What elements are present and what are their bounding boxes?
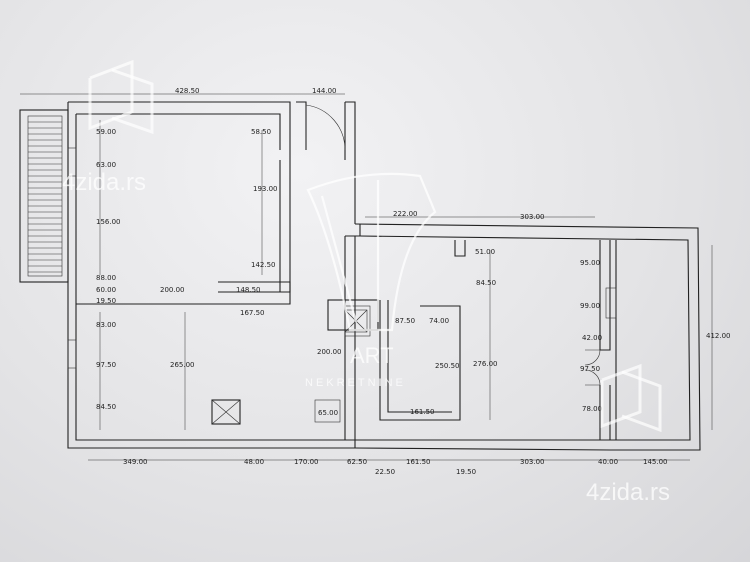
- dim-label: 349.00: [123, 458, 148, 466]
- dim-label: 167.50: [240, 309, 265, 317]
- dim-label: 59.00: [96, 128, 116, 136]
- dimension-labels: 428.50 144.00 59.00 58.50 63.00 193.00 1…: [96, 87, 731, 476]
- dim-label: 97.50: [580, 365, 600, 373]
- dim-label: 83.00: [96, 321, 116, 329]
- dim-label: 63.00: [96, 161, 116, 169]
- dim-label: 84.50: [96, 403, 116, 411]
- dim-label: 97.50: [96, 361, 116, 369]
- dim-label: 144.00: [312, 87, 337, 95]
- dim-label: 58.50: [251, 128, 271, 136]
- dim-label: 170.00: [294, 458, 319, 466]
- dim-label: 193.00: [253, 185, 278, 193]
- dim-label: 156.00: [96, 218, 121, 226]
- staircase: [19, 109, 69, 283]
- dim-label: 303.00: [520, 458, 545, 466]
- dim-label: 78.00: [582, 405, 602, 413]
- dim-label: 60.00: [96, 286, 116, 294]
- dim-label: 51.00: [475, 248, 495, 256]
- dim-label: 74.00: [429, 317, 449, 325]
- dim-label: 148.50: [236, 286, 261, 294]
- dim-label: 48.00: [244, 458, 264, 466]
- dim-label: 200.00: [317, 348, 342, 356]
- dimension-lines: [20, 93, 713, 461]
- walls: [67, 101, 701, 451]
- watermark-4zida-top: 4zida.rs: [62, 59, 154, 196]
- dim-label: 87.50: [395, 317, 415, 325]
- dim-label: 84.50: [476, 279, 496, 287]
- watermark-text: 4zida.rs: [62, 169, 146, 196]
- dim-label: 19.50: [96, 297, 116, 305]
- dim-label: 40.00: [598, 458, 618, 466]
- dim-label: 142.50: [251, 261, 276, 269]
- dim-label: 19.50: [456, 468, 476, 476]
- dim-label: 145.00: [643, 458, 668, 466]
- dim-label: 303.00: [520, 213, 545, 221]
- dim-label: 62.50: [347, 458, 367, 466]
- dim-label: 161.50: [406, 458, 431, 466]
- dim-label: 65.00: [318, 409, 338, 417]
- dim-label: 95.00: [580, 259, 600, 267]
- watermark-art-logo: ART NEKRETNINE: [305, 172, 437, 389]
- dim-label: 161.50: [410, 408, 435, 416]
- dim-label: 412.00: [706, 332, 731, 340]
- watermark-brand-sub: NEKRETNINE: [305, 377, 406, 389]
- dim-label: 200.00: [160, 286, 185, 294]
- watermark-4zida-bottom: 4zida.rs: [586, 363, 670, 506]
- dim-label: 88.00: [96, 274, 116, 282]
- dim-label: 428.50: [175, 87, 200, 95]
- watermark-text: 4zida.rs: [586, 479, 670, 506]
- dim-label: 276.00: [473, 360, 498, 368]
- dim-label: 265.00: [170, 361, 195, 369]
- dim-label: 42.00: [582, 334, 602, 342]
- dim-label: 99.00: [580, 302, 600, 310]
- watermark-brand: ART: [350, 343, 394, 368]
- dim-label: 250.50: [435, 362, 460, 370]
- dim-label: 22.50: [375, 468, 395, 476]
- dim-label: 222.00: [393, 210, 418, 218]
